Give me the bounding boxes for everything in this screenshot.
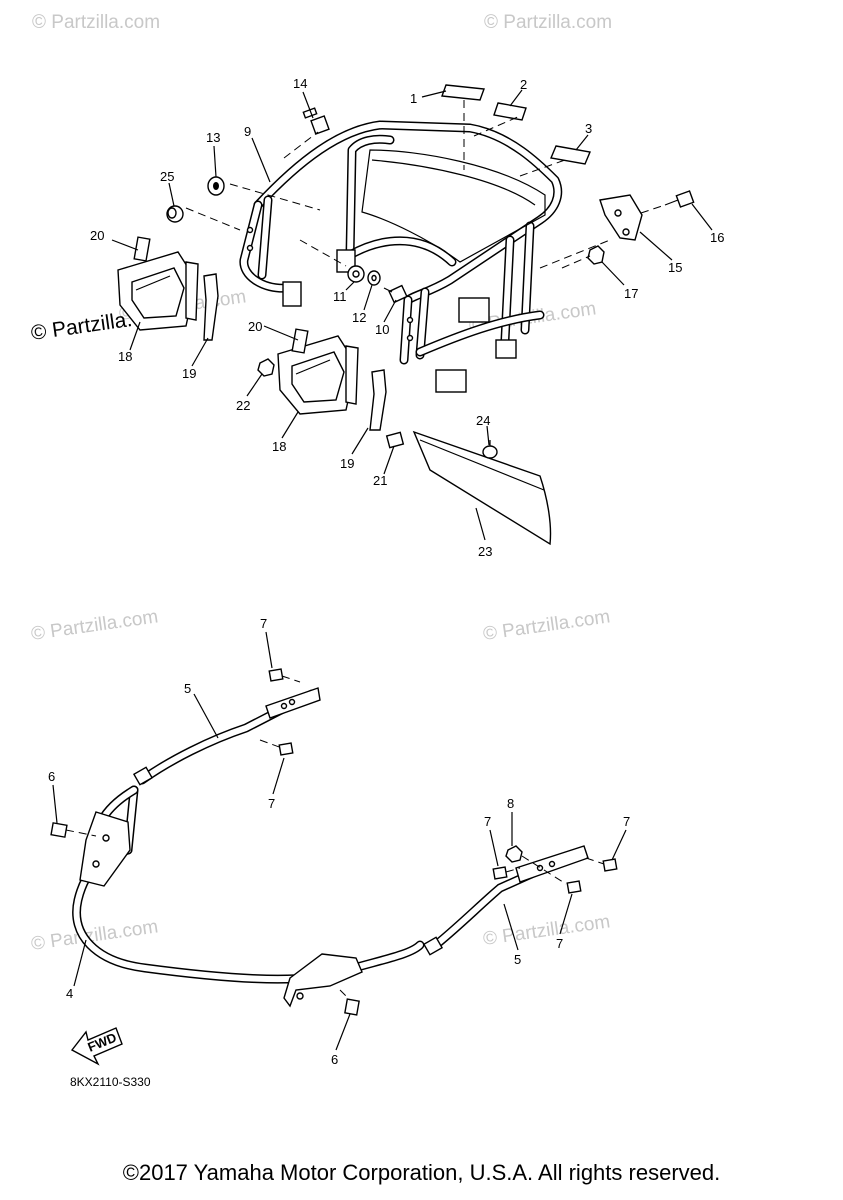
footrest-guard-left xyxy=(117,236,219,341)
collar-11 xyxy=(347,265,365,283)
bolt-7 xyxy=(278,742,294,756)
callout-4: 4 xyxy=(66,986,73,1001)
bolt-7 xyxy=(602,858,618,872)
rack-hole xyxy=(406,334,414,342)
bumper-bracket-left xyxy=(79,811,131,887)
decal-2 xyxy=(493,102,527,121)
upper-assembly xyxy=(117,84,695,546)
lower-assembly: FWD xyxy=(50,668,618,1066)
leader-lines xyxy=(52,89,713,1051)
callout-20: 20 xyxy=(90,228,104,243)
grommet-13 xyxy=(207,176,225,196)
stay-5-right xyxy=(422,845,589,956)
rivet-24 xyxy=(482,440,498,459)
bracket-15 xyxy=(599,194,643,241)
callout-23: 23 xyxy=(478,544,492,559)
watermark: © Partzilla.com xyxy=(30,606,160,645)
nut-8 xyxy=(505,845,523,863)
callout-16: 16 xyxy=(710,230,724,245)
bolt-7 xyxy=(268,668,284,682)
callout-2: 2 xyxy=(520,77,527,92)
callout-25: 25 xyxy=(160,169,174,184)
rack-mount-right xyxy=(458,297,490,323)
rack-hole xyxy=(406,316,414,324)
callout-18: 18 xyxy=(118,349,132,364)
callout-10: 10 xyxy=(375,322,389,337)
stay-5-left xyxy=(132,687,321,786)
mud-plate-23 xyxy=(412,430,552,546)
callout-18: 18 xyxy=(272,439,286,454)
callout-19: 19 xyxy=(182,366,196,381)
callouts: 1 2 3 4 5 5 6 6 7 7 7 7 7 8 9 10 11 12 1… xyxy=(48,76,724,1067)
callout-20: 20 xyxy=(248,319,262,334)
rack-hole xyxy=(246,244,254,252)
decal-1 xyxy=(441,84,485,101)
callout-12: 12 xyxy=(352,310,366,325)
callout-5: 5 xyxy=(184,681,191,696)
callout-8: 8 xyxy=(507,796,514,811)
basket-rack xyxy=(239,120,563,393)
callout-17: 17 xyxy=(624,286,638,301)
callout-14: 14 xyxy=(293,76,307,91)
callout-7: 7 xyxy=(484,814,491,829)
bolt-7 xyxy=(566,880,582,894)
callout-3: 3 xyxy=(585,121,592,136)
callout-6: 6 xyxy=(331,1052,338,1067)
watermark: © Partzilla.com xyxy=(482,911,612,950)
callout-11: 11 xyxy=(333,289,347,304)
callout-7: 7 xyxy=(556,936,563,951)
nut-22 xyxy=(257,358,275,377)
callout-15: 15 xyxy=(668,260,682,275)
rack-foot-rear xyxy=(495,339,517,359)
bolt-21 xyxy=(385,431,405,449)
bolt-14 xyxy=(302,107,330,135)
forward-arrow-icon: FWD xyxy=(70,1027,123,1066)
bolt-7 xyxy=(492,866,508,880)
footrest-guard-right xyxy=(277,328,387,431)
bolt-16 xyxy=(664,190,695,208)
bolt-10 xyxy=(383,284,408,304)
watermark: © Partzilla.com xyxy=(32,12,160,33)
callout-7: 7 xyxy=(260,616,267,631)
callout-13: 13 xyxy=(206,130,220,145)
bolt-6 xyxy=(50,822,68,838)
decal-3 xyxy=(550,145,591,165)
bolt-6 xyxy=(344,998,360,1016)
callout-21: 21 xyxy=(373,473,387,488)
callout-7: 7 xyxy=(268,796,275,811)
callout-9: 9 xyxy=(244,124,251,139)
callout-24: 24 xyxy=(476,413,490,428)
washer-12 xyxy=(367,270,381,286)
copyright-notice: ©2017 Yamaha Motor Corporation, U.S.A. A… xyxy=(122,1160,721,1185)
rack-mount-left xyxy=(282,281,302,307)
callout-7: 7 xyxy=(623,814,630,829)
callout-6: 6 xyxy=(48,769,55,784)
nut-17 xyxy=(587,245,605,265)
callout-5: 5 xyxy=(514,952,521,967)
callout-19: 19 xyxy=(340,456,354,471)
watermark: © Partzilla.com xyxy=(484,12,612,33)
rack-hole xyxy=(246,226,254,234)
watermark: © Partzilla.com xyxy=(482,606,612,645)
diagram-code: 8KX2110-S330 xyxy=(70,1075,151,1089)
callout-22: 22 xyxy=(236,398,250,413)
callout-1: 1 xyxy=(410,91,417,106)
cap-25 xyxy=(166,205,184,223)
rack-foot xyxy=(435,369,467,393)
bumper-bracket-center xyxy=(283,953,363,1008)
